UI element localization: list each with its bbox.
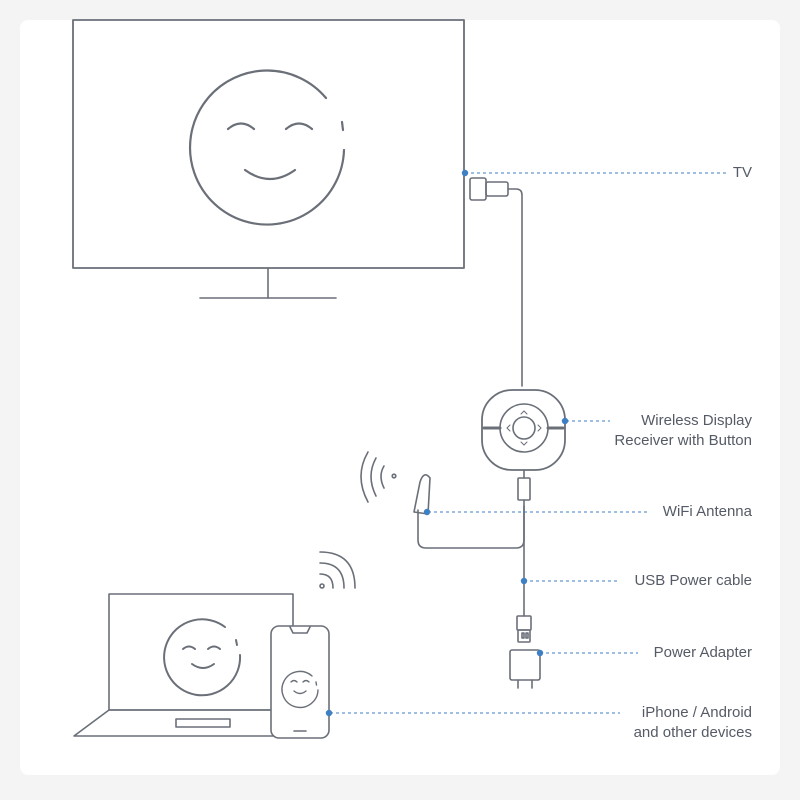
phone-illustration bbox=[270, 625, 330, 739]
callout-dots bbox=[325, 169, 569, 717]
usb-cable-label: USB Power cable bbox=[630, 571, 752, 591]
power-adapter bbox=[509, 615, 541, 689]
device-wifi-icon bbox=[319, 551, 356, 589]
tv-label: TV bbox=[728, 163, 752, 183]
power-adapter-label: Power Adapter bbox=[649, 643, 752, 663]
wireless-display-receiver bbox=[481, 389, 566, 471]
tv-smiley-icon bbox=[188, 69, 346, 226]
laptop-smiley-icon bbox=[163, 618, 242, 697]
hdmi-connector bbox=[469, 177, 523, 387]
antenna-label: WiFi Antenna bbox=[658, 502, 752, 522]
wifi-antenna bbox=[360, 451, 525, 549]
tv-illustration bbox=[72, 19, 465, 299]
receiver-label: Wireless Display Receiver with Button bbox=[610, 411, 752, 451]
devices-label: iPhone / Android and other devices bbox=[629, 703, 752, 743]
phone-smiley-icon bbox=[281, 670, 319, 709]
